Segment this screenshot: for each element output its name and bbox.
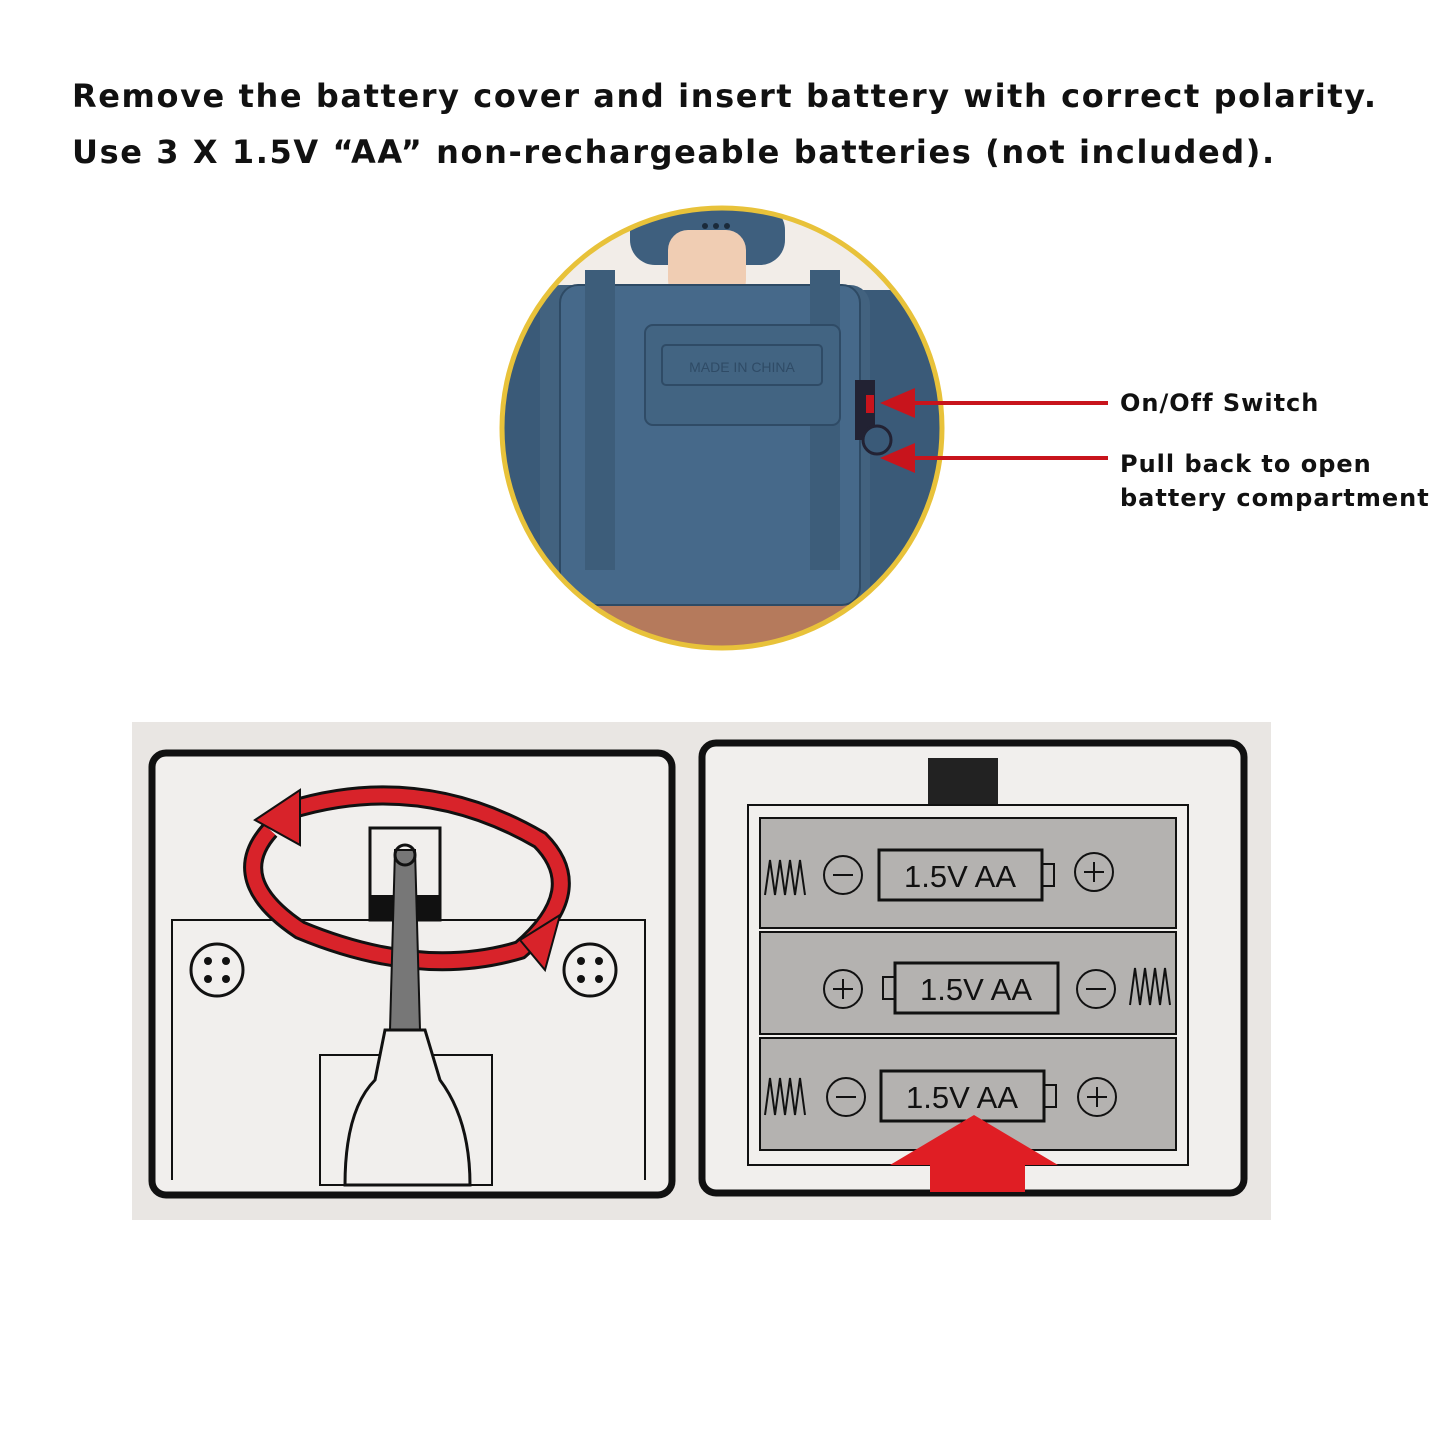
unscrew-diagram — [148, 749, 676, 1199]
battery-1-label: 1.5V AA — [904, 859, 1016, 894]
embossed-text: MADE IN CHINA — [689, 359, 795, 375]
insert-arrow-icon — [890, 1115, 1058, 1192]
switch-arrow — [880, 388, 1108, 418]
compartment-label-line-1: Pull back to open — [1120, 450, 1372, 478]
battery-compartment-diagram: 1.5V AA 1.5V AA 1.5V AA — [698, 739, 1248, 1197]
instructions-heading: Remove the battery cover and insert batt… — [72, 68, 1378, 180]
robot-back-photo: MADE IN CHINA — [502, 208, 942, 648]
compartment-label-line-2: battery compartment — [1120, 484, 1430, 512]
on-off-switch-label: On/Off Switch — [1120, 389, 1320, 417]
battery-2-label: 1.5V AA — [920, 972, 1032, 1007]
instruction-line-2: Use 3 X 1.5V “AA” non-rechargeable batte… — [72, 133, 1276, 171]
photo-ring — [499, 205, 945, 651]
battery-3-label: 1.5V AA — [906, 1080, 1018, 1115]
screwdriver-icon — [388, 849, 422, 1031]
instruction-line-1: Remove the battery cover and insert batt… — [72, 77, 1378, 115]
battery-latch — [861, 424, 893, 456]
on-off-switch — [866, 395, 874, 413]
compartment-arrow — [880, 443, 1108, 473]
rotate-arrow-icon — [246, 788, 568, 969]
